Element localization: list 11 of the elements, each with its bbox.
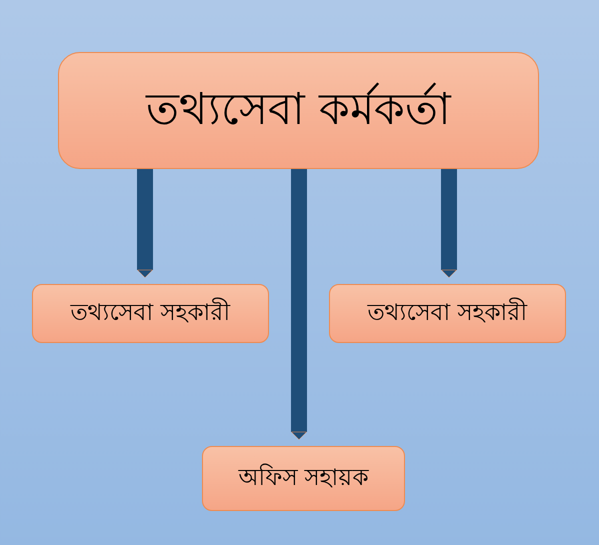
role-box xyxy=(202,446,405,511)
role-box xyxy=(58,52,539,169)
role-box xyxy=(32,284,269,343)
role-box xyxy=(329,284,566,343)
block-arrow xyxy=(441,169,457,278)
role-title: তথ্যসেবা সহকারী xyxy=(367,300,528,328)
role-title: তথ্যসেবা সহকারী xyxy=(70,300,231,328)
role-title: অফিস সহায়ক xyxy=(238,464,369,492)
role-title: তথ্যসেবা কর্মকর্তা xyxy=(146,84,451,137)
block-arrow xyxy=(137,169,153,278)
block-arrow xyxy=(291,169,307,440)
